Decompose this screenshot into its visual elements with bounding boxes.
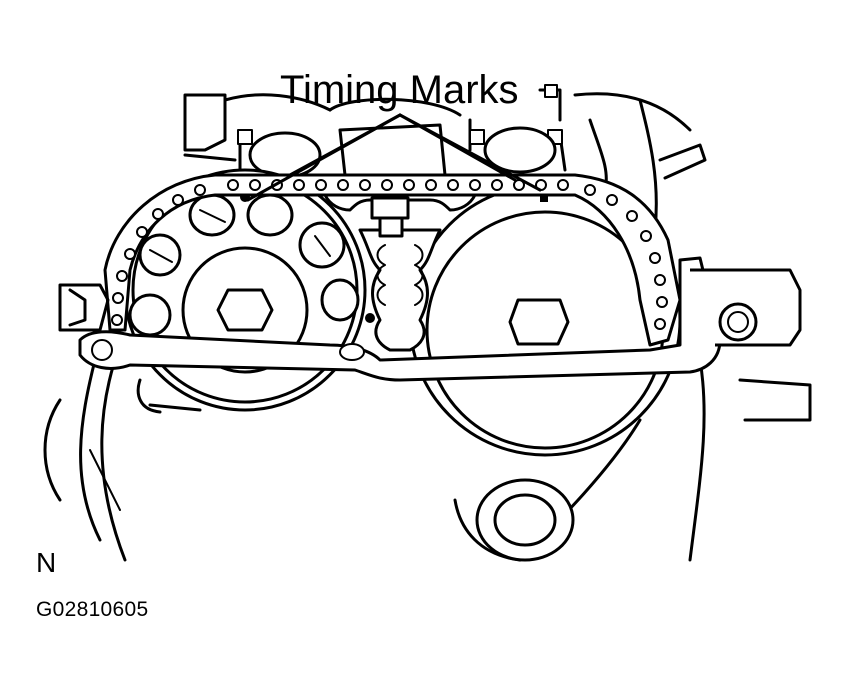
lower-bolt-boss: [475, 478, 575, 562]
figure-id: G02810605: [36, 598, 149, 621]
camshaft-journals: [248, 126, 557, 179]
timing-marks-label: Timing Marks: [280, 68, 519, 112]
callout-leader-lines: [246, 113, 542, 202]
cylinder-head: [183, 84, 707, 232]
timing-chain: [103, 173, 682, 347]
orientation-letter: N: [36, 547, 57, 578]
cover-flange: [58, 256, 802, 382]
chain-tensioner: [323, 193, 477, 352]
right-large-sprocket: [408, 183, 682, 457]
center-timing-mark-dot: [365, 313, 375, 323]
